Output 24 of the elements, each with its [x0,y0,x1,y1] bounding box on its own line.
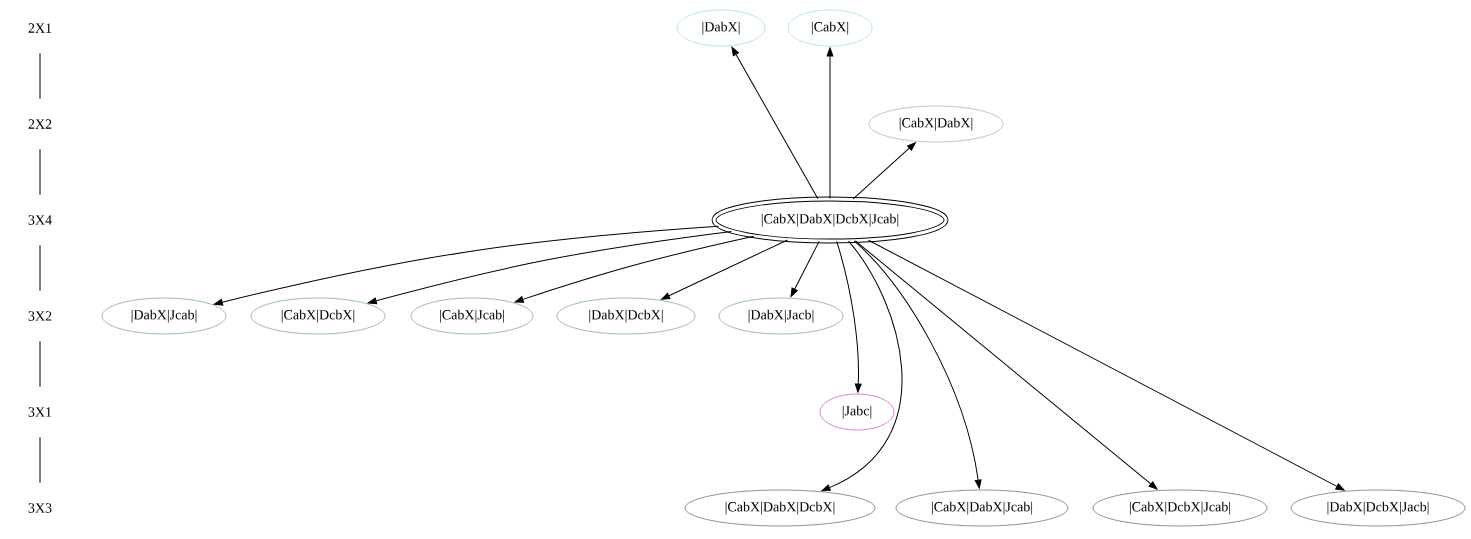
arrow [852,142,916,200]
arrow [213,225,720,306]
rank-label: 3X3 [28,503,52,513]
rank-label: 3X4 [28,215,52,225]
connector-line [39,244,41,292]
arrow [790,240,820,297]
arrow [836,240,862,393]
arrow [821,240,903,492]
arrow [514,235,755,303]
arrow [367,230,732,305]
connector-line [39,52,41,100]
rank-label: 2X2 [28,119,52,129]
arrow [826,47,834,200]
connector-line [39,340,41,388]
arrow [661,239,789,300]
rank-label: 3X2 [28,311,52,321]
arrow [731,46,819,200]
arrow [854,240,1158,490]
connector-line [39,148,41,196]
arrow [868,239,1345,491]
connector-line [39,436,41,484]
rank-label: 2X1 [28,23,52,33]
rank-label: 3X1 [28,407,52,417]
arrow [853,240,982,489]
